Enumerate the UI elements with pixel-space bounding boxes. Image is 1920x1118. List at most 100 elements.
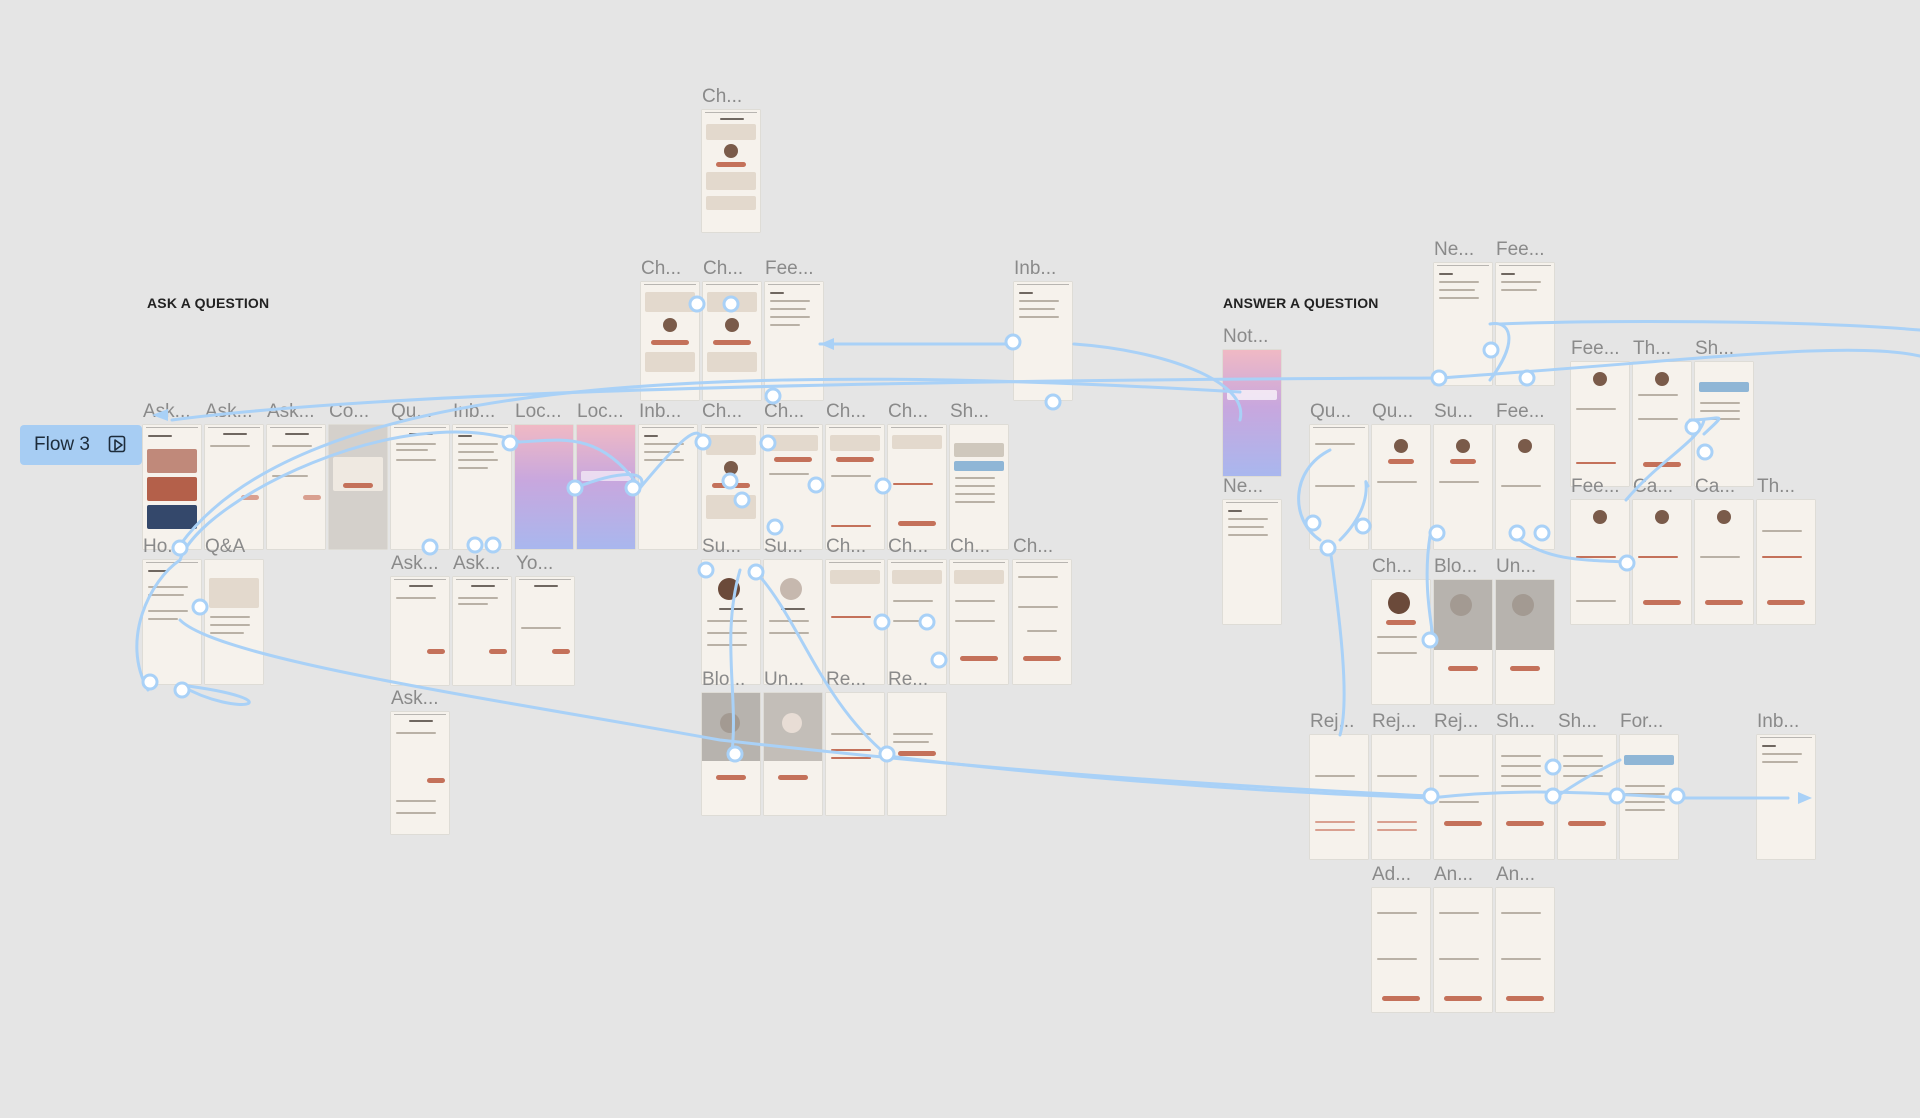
connector-node [697, 561, 715, 579]
frame-label: Ch... [1372, 556, 1413, 577]
frame-label: Loc... [515, 401, 562, 422]
frame-label: Su... [764, 536, 804, 557]
connector-node [722, 295, 740, 313]
frame-thumbnail [764, 693, 822, 815]
connector-node [466, 536, 484, 554]
connector-line [178, 683, 251, 706]
frame-label: Rej... [1372, 711, 1417, 732]
connector-node [688, 295, 706, 313]
frame-thumbnail [1223, 350, 1281, 476]
connector-line [1428, 790, 1682, 800]
frame-label: Sh... [1695, 338, 1735, 359]
frame-thumbnail [1496, 888, 1554, 1012]
frame-thumbnail [888, 693, 946, 815]
frame-thumbnail [205, 425, 263, 549]
connector-line [573, 473, 644, 490]
frame-label: Ch... [1013, 536, 1054, 557]
frame-thumbnail [143, 425, 201, 549]
connector-node [501, 434, 519, 452]
connector-line [1498, 320, 1920, 332]
connector-line [1688, 416, 1721, 436]
frame-label: Ch... [703, 258, 744, 279]
connector-node [1422, 787, 1440, 805]
frame-label: Qu... [1310, 401, 1352, 422]
frame-label: Qu... [1372, 401, 1414, 422]
connector-line [638, 431, 704, 490]
flow-3-start-button[interactable]: Flow 3 [20, 425, 142, 465]
frame-label: Un... [764, 669, 805, 690]
connector-node [1618, 554, 1636, 572]
connector-arrowhead [1798, 792, 1812, 804]
frame-label: Ch... [702, 401, 743, 422]
connector-node [1533, 524, 1551, 542]
frame-label: Ne... [1223, 476, 1264, 497]
connector-node [874, 477, 892, 495]
frame-label: Inb... [453, 401, 496, 422]
frame-label: Ask... [453, 553, 501, 574]
connector-node [1044, 393, 1062, 411]
connector-line [518, 438, 642, 490]
frame-label: Ch... [888, 536, 929, 557]
connector-node [930, 651, 948, 669]
frame-thumbnail [267, 425, 325, 549]
frame-label: Sh... [950, 401, 990, 422]
frame-label: Ch... [888, 401, 929, 422]
frame-thumbnail [391, 712, 449, 834]
frame-thumbnail [826, 425, 884, 549]
connector-node [1508, 524, 1526, 542]
connector-node [807, 476, 825, 494]
frame-thumbnail [1372, 580, 1430, 704]
frame-label: Ca... [1695, 476, 1736, 497]
connector-node [173, 681, 191, 699]
frame-label: Ch... [950, 536, 991, 557]
frame-label: Un... [1496, 556, 1537, 577]
frame-thumbnail [143, 560, 201, 684]
connector-node [191, 598, 209, 616]
frame-label: Inb... [1014, 258, 1057, 279]
connector-node [421, 538, 439, 556]
frame-label: An... [1434, 864, 1474, 885]
connector-line [178, 430, 522, 562]
frame-label: Ch... [641, 258, 682, 279]
frame-thumbnail [1633, 500, 1691, 624]
play-prototype-icon [108, 435, 126, 453]
connector-node [873, 613, 891, 631]
frame-label: Not... [1223, 326, 1269, 347]
connector-line [886, 754, 1432, 800]
connector-node [759, 434, 777, 452]
frame-label: Ne... [1434, 239, 1475, 260]
frame-label: Th... [1633, 338, 1672, 359]
connector-line [754, 570, 890, 758]
frame-thumbnail [391, 577, 449, 685]
frame-label: For... [1620, 711, 1664, 732]
frame-thumbnail [1434, 263, 1492, 385]
connector-line [170, 376, 1442, 422]
frame-thumbnail [205, 560, 263, 684]
connector-node [1544, 758, 1562, 776]
frame-thumbnail [1434, 888, 1492, 1012]
frame-label: Co... [329, 401, 370, 422]
connector-node [747, 563, 765, 581]
frame-label: Loc... [577, 401, 624, 422]
frame-label: Re... [888, 669, 929, 690]
frame-label: Ask... [391, 688, 439, 709]
connector-node [1518, 369, 1536, 387]
connector-line [1297, 448, 1332, 542]
connector-node [1482, 341, 1500, 359]
frame-thumbnail [950, 425, 1008, 549]
connector-arrowhead [152, 409, 168, 421]
connector-node [1608, 787, 1626, 805]
frame-label: Fee... [1496, 239, 1545, 260]
frame-label: Ch... [826, 401, 867, 422]
connector-node [1004, 333, 1022, 351]
connector-line [1488, 322, 1511, 382]
frame-label: Ad... [1372, 864, 1412, 885]
connector-node [766, 518, 784, 536]
frame-label: An... [1496, 864, 1536, 885]
connector-node [1354, 517, 1372, 535]
connector-node [566, 479, 584, 497]
frame-label: Blo... [1434, 556, 1478, 577]
connector-node [1304, 514, 1322, 532]
